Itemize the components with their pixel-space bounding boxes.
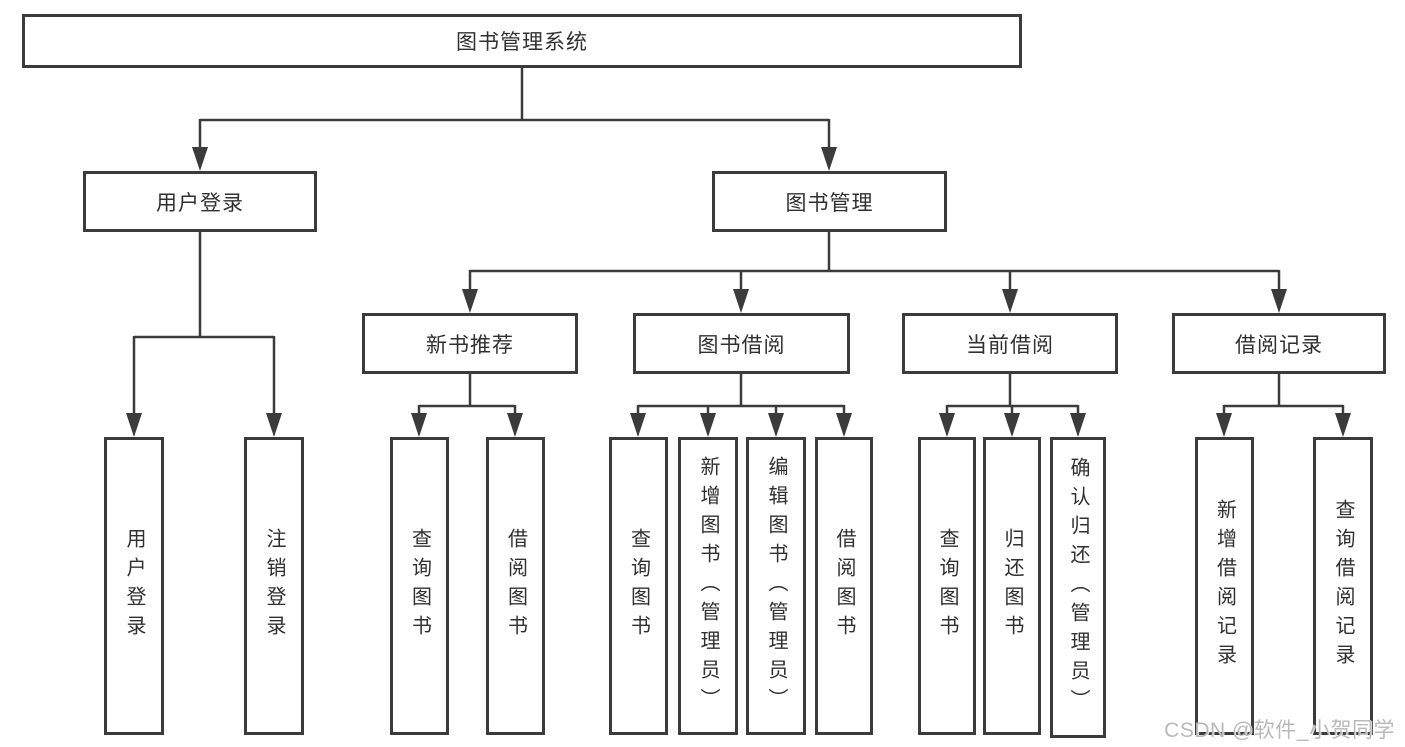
leaf-query-books-recommend-label: 查询图书 <box>408 528 431 644</box>
leaf-edit-books-admin: 编辑图书（管理员） <box>746 437 806 735</box>
leaf-query-books-current: 查询图书 <box>918 437 976 735</box>
csdn-watermark: CSDN @软件_小贺同学 <box>1164 719 1395 742</box>
connector-new-book-split <box>417 374 517 418</box>
leaf-query-borrow-record-label: 查询借阅记录 <box>1332 499 1354 673</box>
leaf-return-books-label: 归还图书 <box>1001 528 1023 644</box>
leaf-query-books-recommend: 查询图书 <box>390 437 449 735</box>
connector-root-split <box>198 68 831 152</box>
leaf-add-borrow-record-label: 新增借阅记录 <box>1213 499 1236 673</box>
leaf-query-books-borrow: 查询图书 <box>609 437 668 735</box>
node-root-label: 图书管理系统 <box>456 31 588 54</box>
node-book-management-label: 图书管理 <box>785 191 874 215</box>
leaf-query-books-borrow-label: 查询图书 <box>627 528 650 644</box>
leaf-user-login: 用户登录 <box>104 437 164 735</box>
node-current-borrow: 当前借阅 <box>902 313 1118 374</box>
connector-borrow-records-split <box>1222 374 1345 418</box>
node-user-login: 用户登录 <box>83 171 317 232</box>
leaf-borrow-books-label: 借阅图书 <box>833 528 855 644</box>
leaf-borrow-books: 借阅图书 <box>815 437 873 735</box>
arrowheads-level3 <box>462 289 1287 313</box>
leaf-confirm-return-admin-label: 确认归还（管理员） <box>1067 457 1089 718</box>
leaf-query-books-current-label: 查询图书 <box>936 528 958 644</box>
node-borrow-records: 借阅记录 <box>1172 313 1386 374</box>
leaf-logout-label: 注销登录 <box>263 528 285 644</box>
leaf-add-borrow-record: 新增借阅记录 <box>1195 437 1254 735</box>
leaf-logout: 注销登录 <box>244 437 304 735</box>
leaf-confirm-return-admin: 确认归还（管理员） <box>1050 437 1106 738</box>
leaf-return-books: 归还图书 <box>983 437 1041 735</box>
node-new-book-recommend-label: 新书推荐 <box>426 333 514 357</box>
node-borrow-records-label: 借阅记录 <box>1235 333 1323 357</box>
leaf-edit-books-admin-label: 编辑图书（管理员） <box>765 455 787 717</box>
node-current-borrow-label: 当前借阅 <box>966 333 1054 357</box>
node-user-login-label: 用户登录 <box>156 191 244 215</box>
leaf-borrow-books-recommend: 借阅图书 <box>486 437 545 735</box>
connector-book-borrow-split <box>636 374 846 418</box>
leaf-add-books-admin-label: 新增图书（管理员） <box>697 455 719 717</box>
node-root-library-system: 图书管理系统 <box>22 14 1022 68</box>
node-book-borrow-label: 图书借阅 <box>697 333 786 357</box>
connector-user-login-split <box>132 232 276 418</box>
arrowheads-level2 <box>192 147 837 171</box>
node-book-management: 图书管理 <box>712 171 947 232</box>
arrowheads-user-login-leaves <box>126 413 282 437</box>
connector-current-borrow-split <box>945 374 1080 418</box>
connector-book-mgmt-split <box>468 232 1281 294</box>
leaf-add-books-admin: 新增图书（管理员） <box>678 437 738 735</box>
leaf-user-login-label: 用户登录 <box>123 528 145 644</box>
node-new-book-recommend: 新书推荐 <box>362 313 578 374</box>
node-book-borrow: 图书借阅 <box>633 313 850 374</box>
leaf-borrow-books-recommend-label: 借阅图书 <box>504 528 527 644</box>
arrowheads-leaves <box>411 413 1351 437</box>
leaf-query-borrow-record: 查询借阅记录 <box>1313 437 1373 735</box>
